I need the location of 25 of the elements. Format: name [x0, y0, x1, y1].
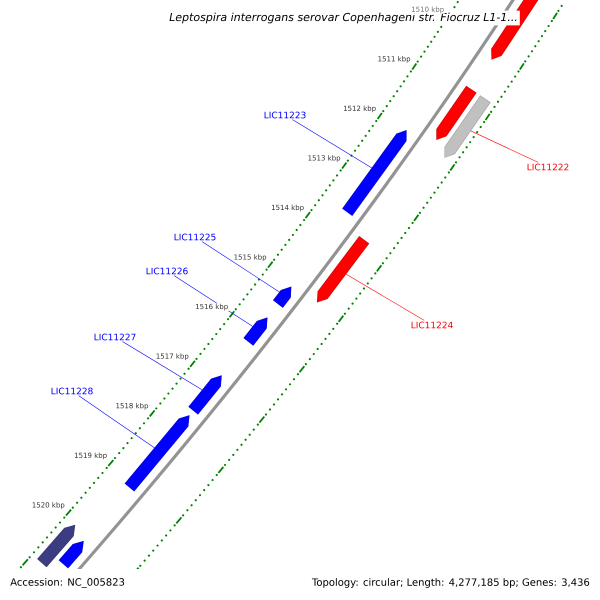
- gene-feature: [436, 86, 476, 140]
- gene-label: LIC11227: [94, 334, 136, 340]
- gene-label: LIC11222: [528, 164, 568, 170]
- gene-feature: [342, 130, 407, 216]
- leader-line: [470, 130, 538, 163]
- leader-line: [292, 119, 372, 168]
- gene-feature: [444, 95, 491, 158]
- gene-feature: [316, 236, 370, 302]
- gene-label: LIC11223: [264, 112, 306, 118]
- gene-feature: [58, 540, 84, 568]
- gene-label: LIC11224: [412, 322, 453, 328]
- leader-line: [122, 341, 202, 390]
- gene-feature: [273, 286, 292, 308]
- footer-text: Topology: circular; Length: 4,277,185 bp; Genes: 3,436: [312, 578, 590, 588]
- gene-label: LIC11225: [174, 234, 216, 240]
- gene-feature: [188, 375, 222, 415]
- gene-label: LIC11226: [146, 268, 188, 274]
- gene-feature: [124, 415, 190, 492]
- leader-line: [78, 395, 155, 448]
- gene-feature: [37, 524, 76, 568]
- leader-line: [346, 274, 425, 321]
- footer-text: Accession: NC_005823: [10, 578, 124, 588]
- leader-line: [202, 241, 280, 292]
- gene-feature: [244, 318, 268, 346]
- gene-label: LIC11228: [52, 388, 93, 394]
